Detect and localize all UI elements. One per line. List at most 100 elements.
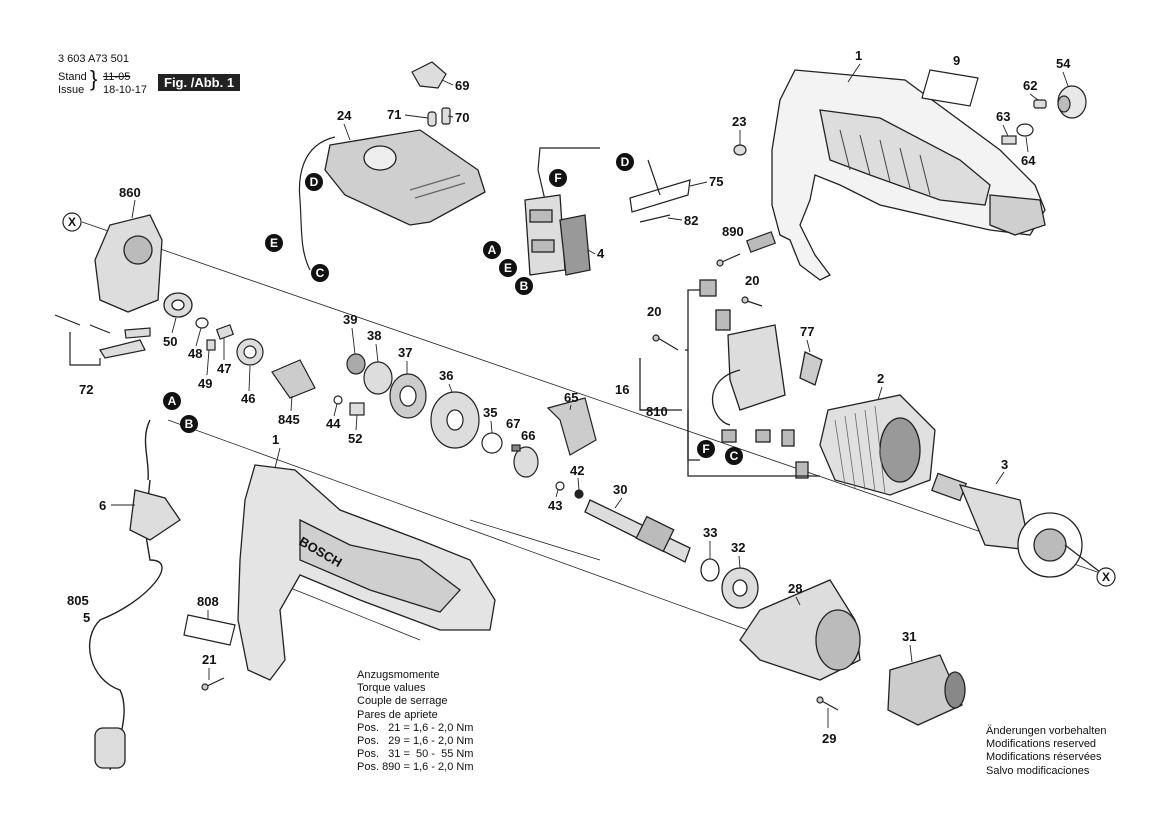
part-label-6: 6 [99,498,106,513]
connector-callout: B [515,277,533,295]
figure-label: Fig. /Abb. 1 [158,74,241,91]
part-label-38: 38 [367,328,381,343]
part-label-845: 845 [278,412,300,427]
small-gear-parts [195,317,316,399]
wire-harness-left [298,136,336,271]
housing-half-top-fins [839,129,931,196]
top-cover [324,129,486,226]
part-label-1-bottom: 1 [272,432,279,447]
screws [201,231,839,711]
connector-label-d: D [310,175,319,189]
gearbox-parts [333,353,503,454]
part-label-32: 32 [731,540,745,555]
rating-label [183,614,236,646]
part-label-82: 82 [684,213,698,228]
connector-label-c: C [730,449,739,463]
part-label-75: 75 [709,174,723,189]
stand-value: 11-05 [103,71,131,83]
connector-label-b: B [185,417,194,431]
part-label-49: 49 [198,376,212,391]
switch-lever-parts [54,314,151,366]
part-label-39: 39 [343,312,357,327]
connector-callouts: D E C D F A E B [163,153,743,465]
torque-line: Pos. 31 = 50 - 55 Nm [357,748,474,761]
armature [930,472,1101,578]
part-label-65: 65 [564,390,578,405]
stator [819,394,936,496]
axis-reference-markers: X X [62,212,1116,587]
part-label-54: 54 [1056,56,1071,71]
connector-callout: A [483,241,501,259]
part-label-28: 28 [788,581,802,596]
part-label-42: 42 [570,463,584,478]
part-label-21: 21 [202,652,216,667]
note-line: Änderungen vorbehalten [986,725,1107,737]
stator-lines [834,405,886,495]
torque-line: Couple de serrage [357,695,448,708]
part-label-29: 29 [822,731,836,746]
part-label-810: 810 [646,404,668,419]
part-label-48: 48 [188,346,202,361]
torque-line: Torque values [357,682,426,695]
note-line: Salvo modificaciones [986,764,1090,777]
part-label-5: 5 [83,610,90,625]
part-label-805: 805 [67,593,89,608]
part-label-37: 37 [398,345,412,360]
assembly-axis-lines [81,221,1104,641]
connector-label-c: C [316,266,325,280]
part-label-2: 2 [877,371,884,386]
spindle [584,499,691,563]
part-label-50: 50 [163,334,177,349]
part-label-71: 71 [387,107,401,122]
connector-callout: F [697,440,715,458]
drill-chuck [887,654,966,726]
connector-label-e: E [270,236,278,250]
connector-callout: C [311,264,329,282]
torque-table: Anzugsmomente Torque values Couple de se… [357,669,473,775]
part-label-62: 62 [1023,78,1037,93]
connector-label-b: B [520,279,529,293]
part-label-63: 63 [996,109,1010,124]
torque-line: Anzugsmomente [357,669,440,681]
connector-label-a: A [488,243,497,257]
part-label-52: 52 [348,431,362,446]
small-parts-62-64 [733,99,1047,156]
part-label-9: 9 [953,53,960,68]
axis-marker-x-right: X [1102,570,1110,584]
brace-glyph: } [90,66,98,91]
part-label-30: 30 [613,482,627,497]
note-line: Modifications réservées [986,751,1102,764]
part-label-1: 1 [855,48,862,63]
part-label-860: 860 [119,185,141,200]
housing-half-top [771,69,1046,281]
stand-label: Stand [58,71,87,83]
document-number: 3 603 A73 501 [58,53,129,65]
connector-callout: A [163,392,181,410]
part-label-890: 890 [722,224,744,239]
connector-callout: D [305,173,323,191]
part-label-69: 69 [455,78,469,93]
connector-callout: C [725,447,743,465]
torque-line: Pos. 29 = 1,6 - 2,0 Nm [357,735,474,748]
switch-rod-parts [629,159,691,223]
gear-housing [94,214,193,318]
part-label-33: 33 [703,525,717,540]
plug [94,727,126,769]
torque-line: Pares de apriete [357,708,438,721]
bearing-cap [1057,85,1087,119]
trigger-switch [524,194,591,276]
cable-grommet [129,489,181,541]
axis-marker-x-left: X [68,215,76,229]
connector-callout: B [180,415,198,433]
switch-knob-parts [411,61,451,127]
note-line: Modifications reserved [986,738,1097,751]
part-label-4: 4 [597,246,605,261]
part-label-20-left: 20 [647,304,661,319]
label-plate [921,69,979,107]
wire-harness-right [537,147,600,201]
part-label-31: 31 [902,629,916,644]
part-label-3: 3 [1001,457,1008,472]
connector-label-e: E [504,261,512,275]
part-label-808: 808 [197,594,219,609]
part-label-67: 67 [506,416,520,431]
